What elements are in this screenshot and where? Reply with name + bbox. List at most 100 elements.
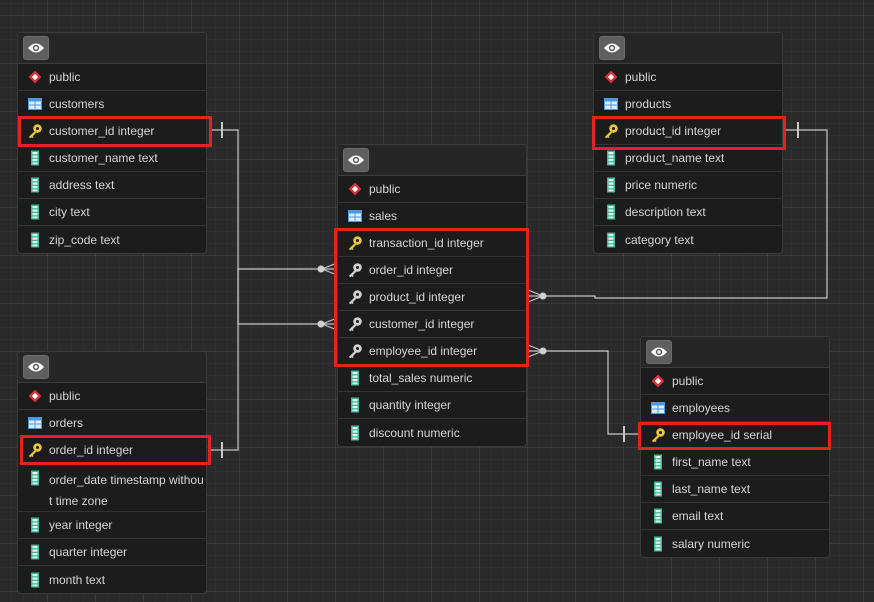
table-node-header[interactable] xyxy=(641,337,829,368)
column-row-label: customer_name text xyxy=(49,151,158,165)
column-row-label: discount numeric xyxy=(369,425,460,440)
link-employees-sales[interactable] xyxy=(527,344,640,442)
column-row[interactable]: last_name text xyxy=(641,476,829,503)
column-row[interactable]: city text xyxy=(18,199,206,226)
table-icon xyxy=(603,96,619,112)
schema-icon xyxy=(27,388,43,404)
column-row[interactable]: product_name text xyxy=(594,145,782,172)
column-row[interactable]: customer_id integer xyxy=(338,311,526,338)
table-name-row[interactable]: sales xyxy=(338,203,526,230)
column-row[interactable]: order_date timestamp without time zone xyxy=(18,464,206,512)
schema-row[interactable]: public xyxy=(641,368,829,395)
table-icon xyxy=(27,415,43,431)
column-row[interactable]: employee_id serial xyxy=(641,422,829,449)
table-icon xyxy=(27,96,43,112)
eye-icon[interactable] xyxy=(23,36,49,60)
column-row[interactable]: transaction_id integer xyxy=(338,230,526,257)
column-row-label: order_id integer xyxy=(369,263,454,277)
table-node-header[interactable] xyxy=(594,33,782,64)
column-icon xyxy=(603,150,619,166)
column-row[interactable]: month text xyxy=(18,566,206,593)
eye-icon[interactable] xyxy=(646,340,672,364)
column-row[interactable]: quarter integer xyxy=(18,539,206,566)
primary-key-icon xyxy=(650,427,666,443)
foreign-key-icon xyxy=(347,289,363,305)
column-icon xyxy=(603,232,619,248)
table-node-header[interactable] xyxy=(18,352,206,383)
column-row[interactable]: salary numeric xyxy=(641,530,829,557)
column-row[interactable]: price numeric xyxy=(594,172,782,199)
table-name-row-label: customers xyxy=(49,97,105,111)
column-icon xyxy=(347,425,363,441)
column-row-label: transaction_id integer xyxy=(369,236,484,250)
column-row-label: salary numeric xyxy=(672,536,751,551)
table-name-row[interactable]: customers xyxy=(18,91,206,118)
table-name-row-label: employees xyxy=(672,401,731,415)
column-row-label: customer_id integer xyxy=(49,124,155,138)
column-row-label: email text xyxy=(672,509,724,523)
table-node-customers[interactable]: public customers customer_id integer custom… xyxy=(17,32,207,254)
column-icon xyxy=(650,454,666,470)
column-row[interactable]: first_name text xyxy=(641,449,829,476)
primary-key-icon xyxy=(27,442,43,458)
column-row[interactable]: customer_name text xyxy=(18,145,206,172)
schema-icon xyxy=(347,181,363,197)
column-row[interactable]: customer_id integer xyxy=(18,118,206,145)
link-endpoint-dot xyxy=(539,292,547,300)
column-row[interactable]: product_id integer xyxy=(594,118,782,145)
column-row[interactable]: address text xyxy=(18,172,206,199)
column-row-label: address text xyxy=(49,178,115,192)
table-name-row-label: sales xyxy=(369,209,398,223)
column-row-label: employee_id serial xyxy=(672,428,773,442)
table-node-sales[interactable]: public sales transaction_id integer order_i… xyxy=(337,144,527,447)
column-row-label: product_name text xyxy=(625,151,725,165)
column-icon xyxy=(650,536,666,552)
schema-row[interactable]: public xyxy=(18,64,206,91)
primary-key-icon xyxy=(347,235,363,251)
column-row-label: first_name text xyxy=(672,455,751,469)
column-icon xyxy=(347,397,363,413)
column-icon xyxy=(27,150,43,166)
schema-icon xyxy=(27,69,43,85)
column-row-label: quarter integer xyxy=(49,545,128,559)
column-row-label: city text xyxy=(49,205,90,219)
link-customers-sales[interactable] xyxy=(210,122,338,331)
column-row[interactable]: category text xyxy=(594,226,782,253)
eye-icon[interactable] xyxy=(23,355,49,379)
schema-row[interactable]: public xyxy=(18,383,206,410)
column-row[interactable]: description text xyxy=(594,199,782,226)
column-icon xyxy=(27,177,43,193)
column-row[interactable]: product_id integer xyxy=(338,284,526,311)
column-row-label: customer_id integer xyxy=(369,317,475,331)
table-name-row[interactable]: products xyxy=(594,91,782,118)
column-row[interactable]: quantity integer xyxy=(338,392,526,419)
link-endpoint-dot xyxy=(539,347,547,355)
column-row[interactable]: employee_id integer xyxy=(338,338,526,365)
column-row[interactable]: order_id integer xyxy=(338,257,526,284)
eye-icon[interactable] xyxy=(343,148,369,172)
schema-icon xyxy=(650,373,666,389)
schema-row[interactable]: public xyxy=(594,64,782,91)
link-endpoint-dot xyxy=(317,265,325,273)
column-row-label: zip_code text xyxy=(49,232,120,247)
link-orders-sales[interactable] xyxy=(210,262,338,458)
table-name-row[interactable]: orders xyxy=(18,410,206,437)
column-icon xyxy=(650,481,666,497)
column-icon xyxy=(27,517,43,533)
table-node-header[interactable] xyxy=(18,33,206,64)
column-row[interactable]: total_sales numeric xyxy=(338,365,526,392)
eye-icon[interactable] xyxy=(599,36,625,60)
table-node-header[interactable] xyxy=(338,145,526,176)
column-row[interactable]: email text xyxy=(641,503,829,530)
column-row-label: category text xyxy=(625,232,694,247)
table-name-row[interactable]: employees xyxy=(641,395,829,422)
schema-row[interactable]: public xyxy=(338,176,526,203)
column-row[interactable]: order_id integer xyxy=(18,437,206,464)
table-node-employees[interactable]: public employees employee_id serial first_n… xyxy=(640,336,830,558)
column-icon xyxy=(27,544,43,560)
column-row[interactable]: year integer xyxy=(18,512,206,539)
column-row[interactable]: discount numeric xyxy=(338,419,526,446)
column-row[interactable]: zip_code text xyxy=(18,226,206,253)
